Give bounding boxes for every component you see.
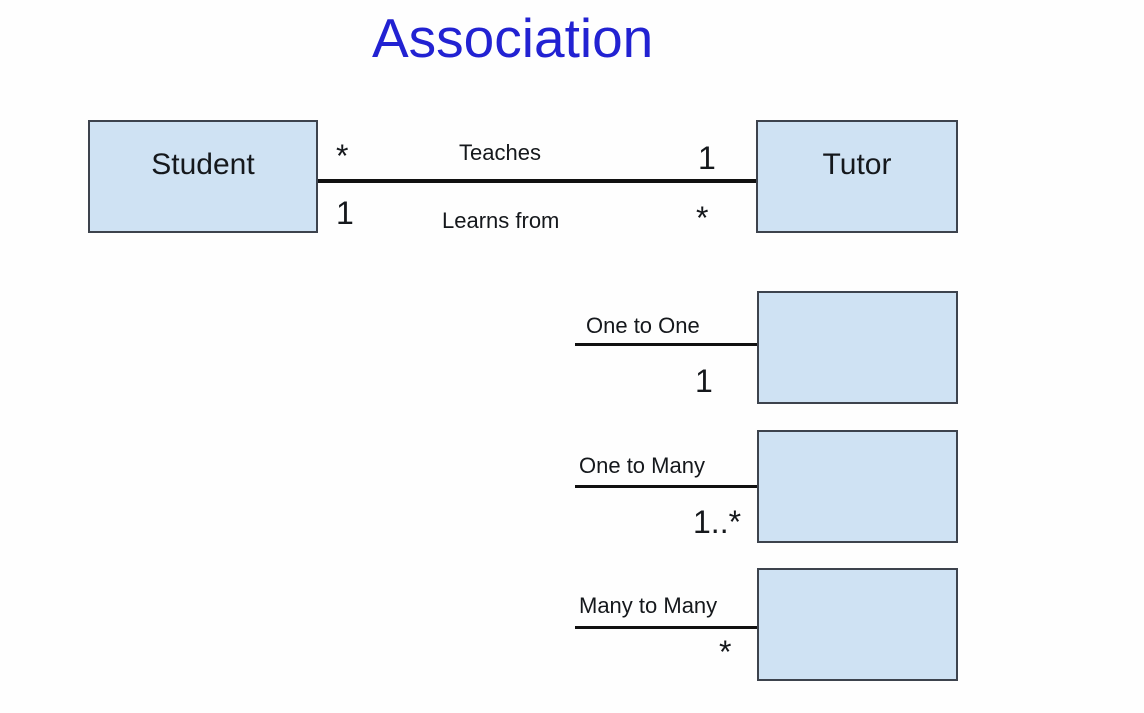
relationship-one-to-many: One to Many 1..* [575,430,958,543]
relationship-one-to-one: One to One 1 [575,291,958,404]
entity-student-label: Student [151,148,255,181]
relationship-one-to-one-label: One to One [586,313,700,338]
relationship-many-to-many-box [757,568,958,681]
association-label-teaches: Teaches [459,140,541,165]
relationship-one-to-one-line [575,343,757,346]
relationship-many-to-many-label: Many to Many [579,593,718,618]
association-label-learns-from: Learns from [442,208,560,233]
entity-tutor: Tutor [756,120,958,233]
student-side-top-multiplicity: * [336,138,349,174]
relationship-one-to-many-line [575,485,757,488]
relationship-many-to-many: Many to Many * [575,568,958,681]
slide-title: Association [372,7,654,69]
relationship-many-to-many-multiplicity: * [719,634,732,670]
tutor-side-top-multiplicity: 1 [698,140,716,176]
student-side-bottom-multiplicity: 1 [336,195,354,231]
entity-student: Student [88,120,318,233]
entity-tutor-label: Tutor [822,148,892,181]
relationship-one-to-many-multiplicity: 1..* [693,504,742,540]
relationship-one-to-many-box [757,430,958,543]
tutor-side-bottom-multiplicity: * [696,200,709,236]
relationship-one-to-one-multiplicity: 1 [695,363,713,399]
relationship-many-to-many-line [575,626,757,629]
relationship-one-to-many-label: One to Many [579,453,705,478]
relationship-one-to-one-box [757,291,958,404]
association-line [318,179,756,183]
